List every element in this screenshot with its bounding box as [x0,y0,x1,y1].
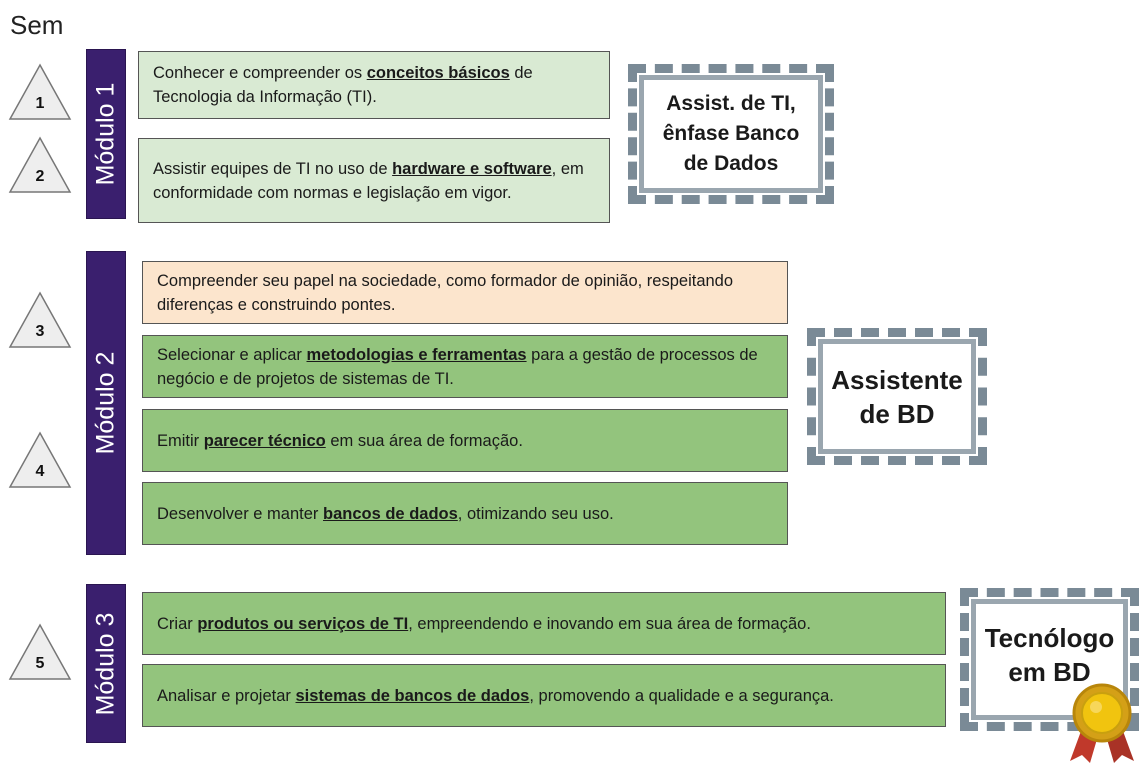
semester-marker-5: 5 [8,623,72,681]
certificate-line: de BD [859,398,935,429]
text-part: Analisar e projetar [157,686,296,705]
semester-number: 1 [35,95,45,112]
certificate-line: Assistente [831,364,963,395]
module-3-label: Módulo 3 [91,612,120,715]
text-part: Criar [157,614,198,633]
semester-number: 5 [35,655,45,672]
text-part: Compreender seu papel na sociedade, como… [157,271,734,314]
competency-box-8: Analisar e projetar sistemas de bancos d… [142,664,946,727]
text-part: Desenvolver e manter [157,504,323,523]
semester-marker-3: 3 [8,291,72,349]
text-emphasis: sistemas de bancos de dados [295,686,530,705]
competency-box-4: Selecionar e aplicar metodologias e ferr… [142,335,788,398]
semester-marker-2: 2 [8,136,72,194]
certificate-line: Tecnólogo [984,622,1115,653]
medal-icon [1070,683,1134,763]
text-part: , empreendendo e inovando em sua área de… [408,614,811,633]
text-emphasis: conceitos básicos [366,64,510,82]
competency-text: Selecionar e aplicar metodologias e ferr… [157,343,773,391]
semester-marker-4: 4 [8,431,72,489]
text-emphasis: metodologias e ferramentas [306,345,527,364]
text-part: Conhecer e compreender os [153,64,367,82]
competency-text: Criar produtos ou serviços de TI, empree… [157,612,811,636]
certificate-line: de Dados [683,152,779,175]
text-emphasis: parecer técnico [203,431,326,450]
certificate-title: Tecnólogo em BD [985,621,1115,689]
competency-text: Analisar e projetar sistemas de bancos d… [157,684,834,708]
text-part: Emitir [157,431,204,450]
certificate-title: Assist. de TI, ênfase Banco de Dados [663,89,800,179]
module-3-bar: Módulo 3 [86,584,126,743]
module-2-label: Módulo 2 [91,351,120,455]
triangle-icon [8,63,72,120]
text-part: em sua área de formação. [325,431,523,450]
competency-box-1: Conhecer e compreender os conceitos bási… [138,51,610,119]
text-part: , em conformidade com normas e legislaçã… [153,159,584,202]
text-part: para a gestão de processos de negócio e … [157,345,758,388]
competency-box-7: Criar produtos ou serviços de TI, empree… [142,592,946,655]
competency-text: Desenvolver e manter bancos de dados, ot… [157,502,614,526]
certificate-title: Assistente de BD [831,363,963,431]
competency-text: Assistir equipes de TI no uso de hardwar… [153,157,595,205]
certificate-line: ênfase Banco [662,122,800,145]
triangle-icon [8,136,72,193]
competency-box-6: Desenvolver e manter bancos de dados, ot… [142,482,788,545]
competency-box-5: Emitir parecer técnico em sua área de fo… [142,409,788,472]
semester-number: 2 [35,168,45,185]
module-1-label: Módulo 1 [91,82,120,186]
text-part: Assistir equipes de TI no uso de [153,159,393,178]
competency-text: Conhecer e compreender os conceitos bási… [153,61,595,109]
semester-marker-1: 1 [8,63,72,121]
certificate-assistente-bd: Assistente de BD [807,328,987,465]
semester-number: 4 [35,463,45,480]
competency-text: Compreender seu papel na sociedade, como… [157,269,773,317]
text-part: , otimizando seu uso. [457,504,614,523]
module-1-bar: Módulo 1 [86,49,126,219]
semester-header: Sem [10,10,64,40]
triangle-icon [8,291,72,348]
text-emphasis: bancos de dados [323,504,458,523]
text-part: de Tecnologia da Informação (TI). [153,64,533,106]
certificate-assist-ti: Assist. de TI, ênfase Banco de Dados [628,64,834,204]
text-emphasis: hardware e software [392,159,552,178]
semester-number: 3 [35,323,45,340]
triangle-icon [8,623,72,680]
certificate-line: em BD [1008,656,1091,687]
competency-text: Emitir parecer técnico em sua área de fo… [157,429,523,453]
text-part: , promovendo a qualidade e a segurança. [529,686,834,705]
competency-box-3: Compreender seu papel na sociedade, como… [142,261,788,324]
certificate-line: Assist. de TI, [666,92,796,115]
text-emphasis: produtos ou serviços de TI [197,614,409,633]
module-2-bar: Módulo 2 [86,251,126,555]
triangle-icon [8,431,72,488]
competency-box-2: Assistir equipes de TI no uso de hardwar… [138,138,610,223]
text-part: Selecionar e aplicar [157,345,307,364]
